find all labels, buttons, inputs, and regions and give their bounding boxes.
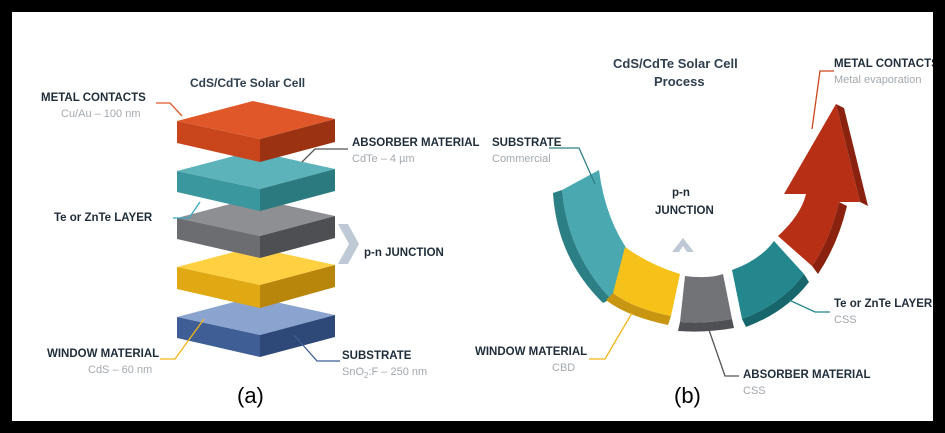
process-absorber-segment <box>678 274 734 332</box>
panel-a-metal-detail: Cu/Au – 100 nm <box>61 108 141 120</box>
process-substrate-leader <box>549 147 596 185</box>
figure-frame: CdS/CdTe Solar Cell METAL CONTACTS Cu/Au… <box>9 9 936 424</box>
panel-b-window-detail: CBD <box>552 362 576 374</box>
metal-contacts-leader <box>156 102 183 117</box>
process-window-leader <box>589 312 633 360</box>
panel-a-caption: (a) <box>237 383 264 408</box>
panel-a-substrate-detail: SnO2:F – 250 nm <box>342 366 428 381</box>
diagram-graphics <box>156 70 868 377</box>
process-te-segment <box>732 241 809 327</box>
panel-a-window-label: WINDOW MATERIAL <box>47 348 160 360</box>
window-layer <box>177 247 335 308</box>
panel-b-absorber-label: ABSORBER MATERIAL <box>743 369 871 381</box>
process-absorber-leader <box>708 329 739 377</box>
process-window-segment <box>606 247 680 325</box>
panel-a-substrate-label: SUBSTRATE <box>342 350 412 362</box>
panel-a-metal-label: METAL CONTACTS <box>41 92 146 104</box>
metal-contacts-layer <box>177 101 335 162</box>
te-layer <box>177 151 335 211</box>
pn-junction-chevron <box>338 224 359 264</box>
panel-a-pn-label: p-n JUNCTION <box>364 247 444 259</box>
panel-a-window-detail: CdS – 60 nm <box>88 364 153 376</box>
process-metal-leader <box>811 70 834 130</box>
te-layer-leader <box>173 201 201 219</box>
panel-b-metal-label: METAL CONTACTS <box>834 58 936 70</box>
panel-b-te-label: Te or ZnTe LAYER <box>834 298 933 310</box>
process-substrate-segment <box>553 170 636 303</box>
panel-b-substrate-label: SUBSTRATE <box>492 137 562 149</box>
panel-a-absorber-label: ABSORBER MATERIAL <box>352 137 480 149</box>
panel-b-caption: (b) <box>674 383 701 408</box>
absorber-layer <box>177 198 335 258</box>
process-pn-chevron <box>672 238 694 252</box>
panel-b-te-detail: CSS <box>834 314 857 326</box>
panel-b-metal-detail: Metal evaporation <box>834 74 922 86</box>
substrate-leader <box>293 334 340 362</box>
panel-b-substrate-detail: Commercial <box>492 153 551 165</box>
window-leader <box>160 318 205 360</box>
panel-a-absorber-detail: CdTe – 4 µm <box>352 153 415 165</box>
panel-b-window-label: WINDOW MATERIAL <box>475 346 588 358</box>
panel-b-pn-line1: p-n <box>672 187 690 199</box>
panel-a-title: CdS/CdTe Solar Cell <box>190 76 306 90</box>
absorber-leader <box>301 148 348 163</box>
panel-a-te-label: Te or ZnTe LAYER <box>54 212 153 224</box>
panel-b-pn-line2: JUNCTION <box>655 205 714 217</box>
process-metal-arrow <box>778 104 868 274</box>
panel-b-title-line2: Process <box>654 74 705 89</box>
process-te-leader <box>788 299 830 313</box>
panel-b-absorber-detail: CSS <box>743 385 766 397</box>
panel-b-title-line1: CdS/CdTe Solar Cell <box>613 56 738 71</box>
